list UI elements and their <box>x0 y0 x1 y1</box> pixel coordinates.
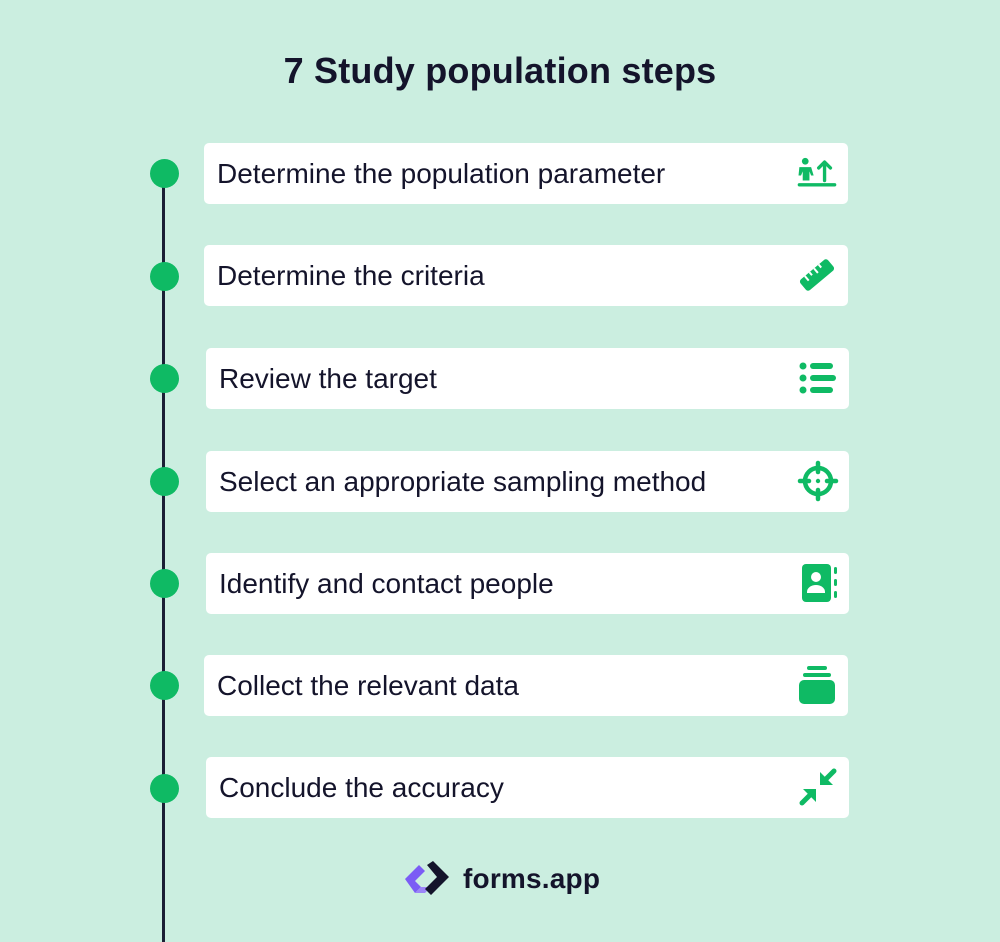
timeline-dot <box>150 262 179 291</box>
ruler-icon <box>796 254 838 296</box>
step-card-3: Review the target <box>206 348 849 409</box>
step-label: Review the target <box>219 363 437 394</box>
step-label: Select an appropriate sampling method <box>219 466 707 497</box>
timeline-dot <box>150 569 179 598</box>
step-label: Conclude the accuracy <box>219 772 504 803</box>
step-label: Collect the relevant data <box>217 670 519 701</box>
contact-book-icon <box>797 562 839 604</box>
step-card-2: Determine the criteria <box>204 245 848 306</box>
step-card-1: Determine the population parameter <box>204 143 848 204</box>
compress-arrows-icon <box>797 766 839 808</box>
person-arrow-up-icon <box>796 152 838 194</box>
timeline-line <box>162 172 165 942</box>
forms-app-logo-icon <box>405 861 449 895</box>
timeline-dot <box>150 467 179 496</box>
step-card-5: Identify and contact people <box>206 553 849 614</box>
step-label: Identify and contact people <box>219 568 554 599</box>
step-card-6: Collect the relevant data <box>204 655 848 716</box>
timeline-dot <box>150 774 179 803</box>
step-label: Determine the criteria <box>217 260 485 291</box>
brand-logo: forms.app <box>401 859 600 899</box>
step-card-4: Select an appropriate sampling method <box>206 451 849 512</box>
stack-folder-icon <box>796 664 838 706</box>
brand-name: forms.app <box>463 863 601 894</box>
timeline-dot <box>150 364 179 393</box>
timeline-dot <box>150 159 179 188</box>
timeline-dot <box>150 671 179 700</box>
step-card-7: Conclude the accuracy <box>206 757 849 818</box>
step-label: Determine the population parameter <box>217 158 666 189</box>
page-title: 7 Study population steps <box>283 50 717 91</box>
list-icon <box>797 357 839 399</box>
crosshair-icon <box>797 460 839 502</box>
